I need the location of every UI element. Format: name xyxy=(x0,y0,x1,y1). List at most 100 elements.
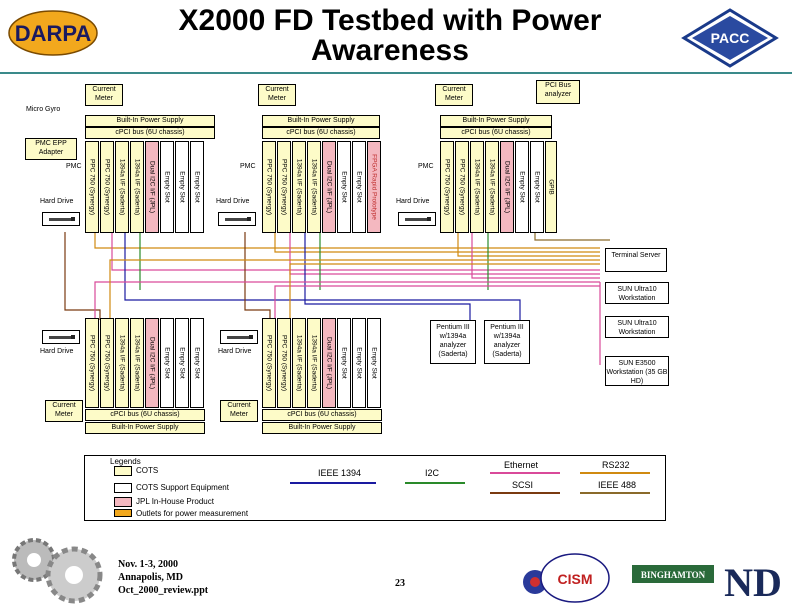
pci-bus-analyzer: PCI Bus analyzer xyxy=(536,80,580,104)
footer-line3: Oct_2000_review.ppt xyxy=(118,585,209,596)
slot-empty-5a: Empty Slot xyxy=(337,318,351,408)
pmc-epp-adapter: PMC EPP Adapter xyxy=(25,138,77,160)
slot-1394a-2a: 1394a I/F (Saderta) xyxy=(292,141,306,233)
legend-jpl-line1: JPL In-House Product xyxy=(136,497,214,506)
terminal-server: Terminal Server xyxy=(605,248,667,272)
current-meter-2: Current Meter xyxy=(258,84,296,106)
slot-empty-3b: Empty Slot xyxy=(530,141,544,233)
slot-ppc750-4b: PPC 750 (Synergy) xyxy=(100,318,114,408)
slot-empty-1b: Empty Slot xyxy=(175,141,189,233)
slot-1394a-4b: 1394a I/F (Saderta) xyxy=(130,318,144,408)
slot-1394a-3a: 1394a I/F (Saderta) xyxy=(470,141,484,233)
slot-ppc750-1b: PPC 750 (Synergy) xyxy=(100,141,114,233)
legend-cots: COTS xyxy=(136,466,159,475)
slot-empty-3a: Empty Slot xyxy=(515,141,529,233)
slot-dual-i2c-1: Dual I2C I/F (JPL) xyxy=(145,141,159,233)
slot-empty-4a: Empty Slot xyxy=(160,318,174,408)
slot-dual-i2c-2: Dual I2C I/F (JPL) xyxy=(322,141,336,233)
scsi-line-2 xyxy=(244,232,271,320)
slot-empty-1c: Empty Slot xyxy=(190,141,204,233)
ieee1394-line-2 xyxy=(304,232,471,320)
ethernet-line-bot-1 xyxy=(94,281,600,320)
legend-line-ieee488 xyxy=(580,492,650,494)
legend-line-scsi xyxy=(490,492,560,494)
pacc-logo: PACC xyxy=(680,8,780,68)
slot-empty-5b: Empty Slot xyxy=(352,318,366,408)
cpci-bus-bottom-2: cPCI bus (6U chassis) xyxy=(262,409,382,421)
page-number: 23 xyxy=(395,578,405,589)
legend-swatch-cots xyxy=(114,466,132,476)
slot-1394a-2b: 1394a I/F (Saderta) xyxy=(307,141,321,233)
cpci-bus-top-2: cPCI bus (6U chassis) xyxy=(262,127,380,139)
legend-box xyxy=(84,455,666,521)
hard-drive-icon-1 xyxy=(42,212,80,226)
binghamton-logo: BINGHAMTON xyxy=(632,565,714,583)
header-divider xyxy=(0,72,792,74)
micro-gyro-label: Micro Gyro xyxy=(26,106,61,113)
pmc-label-2: PMC xyxy=(240,163,256,170)
legend-rs232: RS232 xyxy=(602,460,630,470)
legend-ieee1394: IEEE 1394 xyxy=(318,468,362,478)
slot-empty-4b: Empty Slot xyxy=(175,318,189,408)
legend-line-rs232 xyxy=(580,472,650,474)
slot-1394a-5a: 1394a I/F (Saderta) xyxy=(292,318,306,408)
hard-drive-label-1: Hard Drive xyxy=(40,198,74,205)
hard-drive-icon-5 xyxy=(220,330,258,344)
hard-drive-label-4: Hard Drive xyxy=(40,348,74,355)
power-supply-top-2: Built-In Power Supply xyxy=(262,115,380,127)
slot-empty-2a: Empty Slot xyxy=(337,141,351,233)
hard-drive-label-5: Hard Drive xyxy=(218,348,252,355)
gears-graphic xyxy=(4,520,114,610)
legend-swatch-jpl xyxy=(114,497,132,507)
legend-jpl-line2: Outlets for power measurement xyxy=(136,509,249,518)
current-meter-1: Current Meter xyxy=(85,84,123,106)
power-supply-top-3: Built-In Power Supply xyxy=(440,115,552,127)
sun-ultra10-workstation-b: SUN Ultra10 Workstation xyxy=(605,316,669,338)
cism-logo-text: CISM xyxy=(558,571,593,587)
slot-ppc750-3b: PPC 750 (Synergy) xyxy=(455,141,469,233)
ethernet-line-top-2 xyxy=(289,232,600,275)
slot-empty-1a: Empty Slot xyxy=(160,141,174,233)
current-meter-5: Current Meter xyxy=(220,400,258,422)
legend-line-ethernet xyxy=(490,472,560,474)
ethernet-line-top-1 xyxy=(111,232,600,271)
ethernet-line-top-3 xyxy=(471,232,600,279)
cism-logo: CISM xyxy=(505,550,615,606)
legend-ethernet: Ethernet xyxy=(504,460,539,470)
legend-swatch-support xyxy=(114,483,132,493)
slot-1394a-5b: 1394a I/F (Saderta) xyxy=(307,318,321,408)
footer-date-block: Nov. 1-3, 2000 Annapolis, MD Oct_2000_re… xyxy=(118,558,208,597)
legend-i2c: I2C xyxy=(425,468,440,478)
notre-dame-logo-text: ND xyxy=(724,560,782,605)
hard-drive-icon-4 xyxy=(42,330,80,344)
slot-fpga-2: FPGA Rapid Prototype xyxy=(367,141,381,233)
rs232-line-2 xyxy=(274,232,600,253)
hard-drive-icon-2 xyxy=(218,212,256,226)
slot-ppc750-1a: PPC 750 (Synergy) xyxy=(85,141,99,233)
slot-1394a-1a: 1394a I/F (Saderta) xyxy=(115,141,129,233)
hard-drive-label-3: Hard Drive xyxy=(396,198,430,205)
slot-gpib-3: GPIB xyxy=(545,141,557,233)
slot-ppc750-5b: PPC 750 (Synergy) xyxy=(277,318,291,408)
slot-ppc750-5a: PPC 750 (Synergy) xyxy=(262,318,276,408)
legend-scsi: SCSI xyxy=(512,480,534,490)
slot-ppc750-3a: PPC 750 (Synergy) xyxy=(440,141,454,233)
current-meter-3: Current Meter xyxy=(435,84,473,106)
slot-dual-i2c-4: Dual I2C I/F (JPL) xyxy=(145,318,159,408)
current-meter-4: Current Meter xyxy=(45,400,83,422)
power-supply-bottom-1: Built-In Power Supply xyxy=(85,422,205,434)
slot-1394a-3b: 1394a I/F (Saderta) xyxy=(485,141,499,233)
slot-1394a-1b: 1394a I/F (Saderta) xyxy=(130,141,144,233)
legend-line-ieee1394 xyxy=(290,482,376,484)
ieee488-line xyxy=(534,232,610,241)
pmc-label-1: PMC xyxy=(66,163,82,170)
slot-empty-5c: Empty Slot xyxy=(367,318,381,408)
binghamton-logo-text: BINGHAMTON xyxy=(641,570,706,580)
rs232-line-1 xyxy=(94,232,600,249)
legend-ieee488: IEEE 488 xyxy=(598,480,637,490)
hard-drive-icon-3 xyxy=(398,212,436,226)
hard-drive-label-2: Hard Drive xyxy=(216,198,250,205)
slot-ppc750-2b: PPC 750 (Synergy) xyxy=(277,141,291,233)
ethernet-line-bot-2 xyxy=(274,285,600,320)
